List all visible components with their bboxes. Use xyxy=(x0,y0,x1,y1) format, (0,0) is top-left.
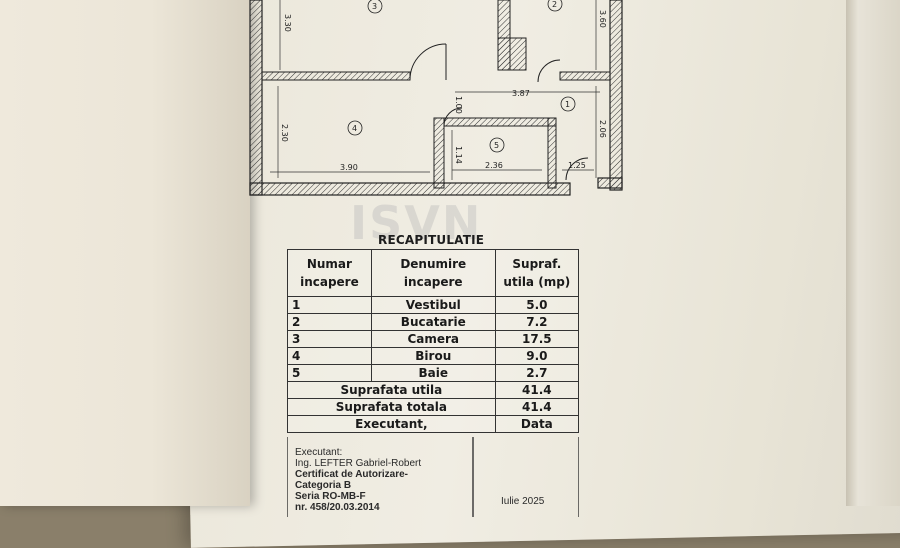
room-label-3: 3 xyxy=(372,2,377,11)
dim-label: 3.90 xyxy=(340,163,358,172)
paper-sheet-left xyxy=(0,0,250,506)
table-row: 4 Birou 9.0 xyxy=(287,347,580,365)
table-row: 5 Baie 2.7 xyxy=(287,364,580,382)
table-row: 2 Bucatarie 7.2 xyxy=(287,313,580,331)
table-row: 3 Camera 17.5 xyxy=(287,330,580,348)
header-suprafata: Supraf. utila (mp) xyxy=(494,249,580,297)
room-label-4: 4 xyxy=(352,124,357,133)
date-label: Data xyxy=(494,415,580,433)
plan-walls xyxy=(249,0,623,196)
recap-table: Numar incapere Denumire incapere Supraf.… xyxy=(287,249,580,433)
room-label-2: 2 xyxy=(552,0,557,9)
paper-edge-right xyxy=(846,0,900,506)
table-row: 1 Vestibul 5.0 xyxy=(287,296,580,314)
room-numbers xyxy=(347,0,576,153)
total-row-totala: Suprafata totala 41.4 xyxy=(287,398,580,416)
dim-label: 2.36 xyxy=(485,161,503,170)
header-denumire: Denumire incapere xyxy=(370,249,496,297)
room-label-1: 1 xyxy=(565,100,570,109)
total-row-utila: Suprafata utila 41.4 xyxy=(287,381,580,399)
floor-plan: 3 2 4 1 5 3.30 3.60 3.87 1.00 2.30 2.06 … xyxy=(249,0,623,196)
executant-frame xyxy=(287,437,579,517)
header-numar: Numar incapere xyxy=(287,249,372,297)
dim-label: 3.60 xyxy=(598,10,607,28)
dim-label: 1.25 xyxy=(568,161,586,170)
recap-title: RECAPITULATIE xyxy=(378,233,485,247)
executant-label: Executant, xyxy=(287,415,496,433)
table-header-row: Numar incapere Denumire incapere Supraf.… xyxy=(287,249,580,297)
dim-label: 3.87 xyxy=(512,89,530,98)
dim-label: 1.14 xyxy=(454,146,463,164)
plan-dimension-lines xyxy=(270,0,600,180)
room-label-5: 5 xyxy=(494,141,499,150)
dim-label: 2.30 xyxy=(280,124,289,142)
footer-row: Executant, Data xyxy=(287,415,580,433)
executant-date: Iulie 2025 xyxy=(501,496,545,507)
dim-label: 2.06 xyxy=(598,120,607,138)
watermark-logo: ISVN xyxy=(350,196,483,250)
dim-label: 1.00 xyxy=(454,96,463,114)
executant-block: Executant: Ing. LEFTER Gabriel-Robert Ce… xyxy=(287,437,579,517)
executant-details: Executant: Ing. LEFTER Gabriel-Robert Ce… xyxy=(295,447,422,513)
plan-doors xyxy=(409,43,589,181)
dim-label: 3.30 xyxy=(283,14,292,32)
